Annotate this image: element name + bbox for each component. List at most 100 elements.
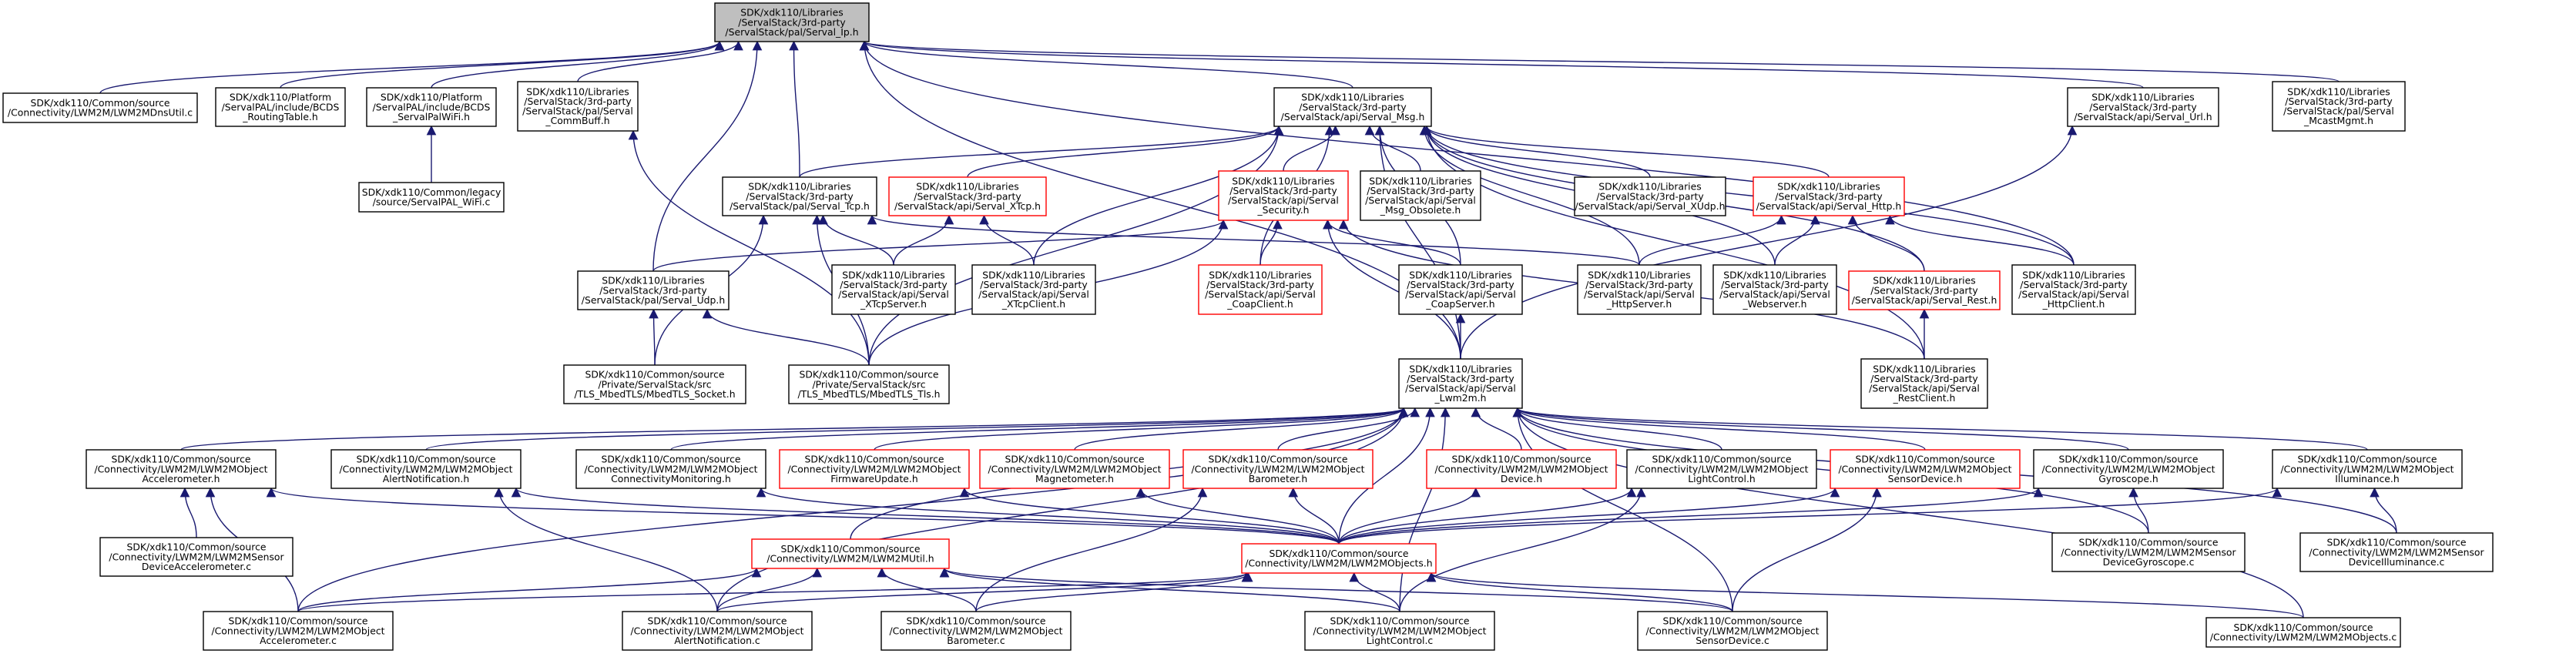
node-label-line: SDK/xdk110/Libraries (982, 269, 1085, 280)
node-baro_c[interactable]: SDK/xdk110/Common/source/Connectivity/LW… (880, 611, 1072, 651)
node-sensdev_c[interactable]: SDK/xdk110/Common/source/Connectivity/LW… (1637, 611, 1828, 651)
node-udp[interactable]: SDK/xdk110/Libraries/ServalStack/3rd-par… (577, 270, 730, 310)
node-label-line: SDK/xdk110/Common/source (1330, 615, 1469, 627)
node-gyro_h[interactable]: SDK/xdk110/Common/source/Connectivity/LW… (2033, 449, 2224, 489)
node-routing[interactable]: SDK/xdk110/Platform/ServalPAL/include/BC… (215, 87, 346, 127)
node-label-line: Device.h (1501, 473, 1542, 484)
node-box (1637, 611, 1828, 651)
edge-tls-to-udp (702, 308, 870, 366)
node-fwupdate_h[interactable]: SDK/xdk110/Common/source/Connectivity/LW… (779, 449, 970, 489)
node-label-line: /ServalStack/api/Serval (1719, 289, 1830, 300)
node-label-line: /TLS_MbedTLS/MbedTLS_Tls.h (797, 388, 940, 400)
edge-objects_h-to-device_h (1338, 487, 1481, 545)
node-mcast[interactable]: SDK/xdk110/Libraries/ServalStack/3rd-par… (2272, 81, 2406, 132)
node-magnet_h[interactable]: SDK/xdk110/Common/source/Connectivity/LW… (979, 449, 1170, 489)
node-label-line: /Connectivity/LWM2M/LWM2MUtil.h (766, 553, 934, 565)
node-tcp[interactable]: SDK/xdk110/Libraries/ServalStack/3rd-par… (722, 176, 877, 216)
node-label-line: /Connectivity/LWM2M/LWM2MObjects.c (2210, 632, 2397, 643)
node-httpserver[interactable]: SDK/xdk110/Libraries/ServalStack/3rd-par… (1577, 264, 1702, 315)
node-sensaccel_c[interactable]: SDK/xdk110/Common/source/Connectivity/LW… (99, 537, 293, 577)
node-box (358, 182, 505, 213)
node-box (575, 449, 766, 489)
node-label-line: SDK/xdk110/Platform (230, 92, 331, 103)
node-label-line: ConnectivityMonitoring.h (611, 473, 731, 484)
node-label-line: DeviceGyroscope.c (2103, 556, 2195, 568)
node-xtcpclient[interactable]: SDK/xdk110/Libraries/ServalStack/3rd-par… (971, 264, 1096, 315)
node-coapserver[interactable]: SDK/xdk110/Libraries/ServalStack/3rd-par… (1398, 264, 1523, 315)
edge-xtcpclient-to-msg (1033, 125, 1284, 266)
node-xtcpserver[interactable]: SDK/xdk110/Libraries/ServalStack/3rd-par… (831, 264, 956, 315)
edge-objects_h-to-lwm2m (1338, 407, 1435, 545)
node-label-line: SDK/xdk110/Common/source (2078, 537, 2218, 548)
node-msg[interactable]: SDK/xdk110/Libraries/ServalStack/3rd-par… (1273, 87, 1432, 127)
edge-httpserver-to-tcp (867, 214, 1640, 266)
node-label-line: SDK/xdk110/Common/source (2326, 537, 2466, 548)
node-coapclient[interactable]: SDK/xdk110/Libraries/ServalStack/3rd-par… (1198, 264, 1323, 315)
edge-restclient-to-msg (1421, 125, 1925, 360)
node-label-line: Illuminance.h (2335, 473, 2399, 484)
edge-httpclient-to-msg (1421, 125, 2075, 266)
node-label-line: /ServalStack/api/Serval_XUdp.h (1575, 200, 1726, 212)
node-box (86, 449, 277, 489)
node-restclient[interactable]: SDK/xdk110/Libraries/ServalStack/3rd-par… (1860, 358, 1988, 409)
node-xudp[interactable]: SDK/xdk110/Libraries/ServalStack/3rd-par… (1574, 176, 1726, 216)
node-label-line: /ServalStack/pal/Serval_Ip.h (725, 26, 858, 38)
node-device_h[interactable]: SDK/xdk110/Common/source/Connectivity/LW… (1426, 449, 1617, 489)
node-socket[interactable]: SDK/xdk110/Common/source/Private/ServalS… (563, 364, 746, 404)
node-palwifi_h[interactable]: SDK/xdk110/Platform/ServalPAL/include/BC… (366, 87, 497, 127)
node-sensdev_h[interactable]: SDK/xdk110/Common/source/Connectivity/LW… (1830, 449, 2021, 489)
node-palwifi_c[interactable]: SDK/xdk110/Common/legacy/source/ServalPA… (358, 182, 505, 213)
node-label-line: _XTcpServer.h (860, 298, 927, 310)
node-label-line: SDK/xdk110/Common/source (1662, 615, 1802, 627)
node-http[interactable]: SDK/xdk110/Libraries/ServalStack/3rd-par… (1753, 176, 1905, 216)
edge-accel_c-to-objects_h (297, 572, 1251, 612)
node-label-line: SDK/xdk110/Libraries (2287, 85, 2390, 97)
edge-light_h-to-lwm2m (1512, 407, 1722, 451)
edge-alert_h-to-lwm2m (425, 407, 1408, 451)
node-label-line: /ServalStack/3rd-party (1775, 190, 1882, 202)
node-root[interactable]: SDK/xdk110/Libraries/ServalStack/3rd-par… (714, 2, 870, 42)
node-msgobs[interactable]: SDK/xdk110/Libraries/ServalStack/3rd-par… (1360, 170, 1481, 221)
node-lwm2m[interactable]: SDK/xdk110/Libraries/ServalStack/3rd-par… (1398, 358, 1523, 409)
node-commbuff[interactable]: SDK/xdk110/Libraries/ServalStack/3rd-par… (517, 81, 639, 132)
node-security[interactable]: SDK/xdk110/Libraries/ServalStack/3rd-par… (1218, 170, 1349, 221)
edge-objects_c-to-objects_h (1427, 572, 2304, 618)
node-dnsutil[interactable]: SDK/xdk110/Common/source/Connectivity/LW… (2, 92, 198, 123)
node-sensgyro_c[interactable]: SDK/xdk110/Common/source/Connectivity/LW… (2051, 532, 2246, 572)
edge-objects_h-to-illum_h (1338, 487, 2282, 545)
node-baro_h[interactable]: SDK/xdk110/Common/source/Connectivity/LW… (1182, 449, 1374, 489)
node-tls[interactable]: SDK/xdk110/Common/source/Private/ServalS… (788, 364, 950, 404)
edge-http-to-msg (1421, 125, 1830, 178)
node-sensillum_c[interactable]: SDK/xdk110/Common/source/Connectivity/LW… (2299, 532, 2494, 572)
node-light_h[interactable]: SDK/xdk110/Common/source/Connectivity/LW… (1626, 449, 1817, 489)
node-illum_h[interactable]: SDK/xdk110/Common/source/Connectivity/LW… (2272, 449, 2463, 489)
node-alert_c[interactable]: SDK/xdk110/Common/source/Connectivity/LW… (622, 611, 813, 651)
node-alert_h[interactable]: SDK/xdk110/Common/source/Connectivity/LW… (330, 449, 522, 489)
node-box (1398, 264, 1523, 315)
edge-accel_c-to-util_h (297, 567, 762, 612)
node-label-line: /ServalStack/api/Serval (1365, 195, 1476, 206)
node-rest[interactable]: SDK/xdk110/Libraries/ServalStack/3rd-par… (1848, 270, 2001, 310)
node-label-line: _McastMgmt.h (2303, 115, 2373, 126)
node-webserver[interactable]: SDK/xdk110/Libraries/ServalStack/3rd-par… (1712, 264, 1837, 315)
node-box (751, 538, 950, 569)
edge-objects_h-to-accel_h (267, 487, 1340, 545)
node-label-line: SDK/xdk110/Common/source (647, 615, 787, 627)
edge-security-to-msg (1283, 125, 1340, 172)
node-objects_h[interactable]: SDK/xdk110/Common/source/Connectivity/LW… (1241, 543, 1437, 574)
node-xtcp[interactable]: SDK/xdk110/Libraries/ServalStack/3rd-par… (888, 176, 1047, 216)
node-label-line: SDK/xdk110/Libraries (2022, 269, 2125, 280)
edge-baro_c-to-baro_h (975, 487, 1208, 612)
edge-msgobs-to-msg (1364, 125, 1421, 172)
node-objects_c[interactable]: SDK/xdk110/Common/source/Connectivity/LW… (2205, 617, 2401, 648)
node-connmon_h[interactable]: SDK/xdk110/Common/source/Connectivity/LW… (575, 449, 766, 489)
node-accel_c[interactable]: SDK/xdk110/Common/source/Connectivity/LW… (203, 611, 394, 651)
node-accel_h[interactable]: SDK/xdk110/Common/source/Connectivity/LW… (86, 449, 277, 489)
node-label-line: _HttpServer.h (1606, 298, 1672, 310)
node-light_c[interactable]: SDK/xdk110/Common/source/Connectivity/LW… (1304, 611, 1495, 651)
node-util_h[interactable]: SDK/xdk110/Common/source/Connectivity/LW… (751, 538, 950, 569)
edge-xtcpserver-to-tcp (818, 214, 894, 266)
node-url[interactable]: SDK/xdk110/Libraries/ServalStack/3rd-par… (2067, 87, 2219, 127)
node-httpclient[interactable]: SDK/xdk110/Libraries/ServalStack/3rd-par… (2011, 264, 2136, 315)
